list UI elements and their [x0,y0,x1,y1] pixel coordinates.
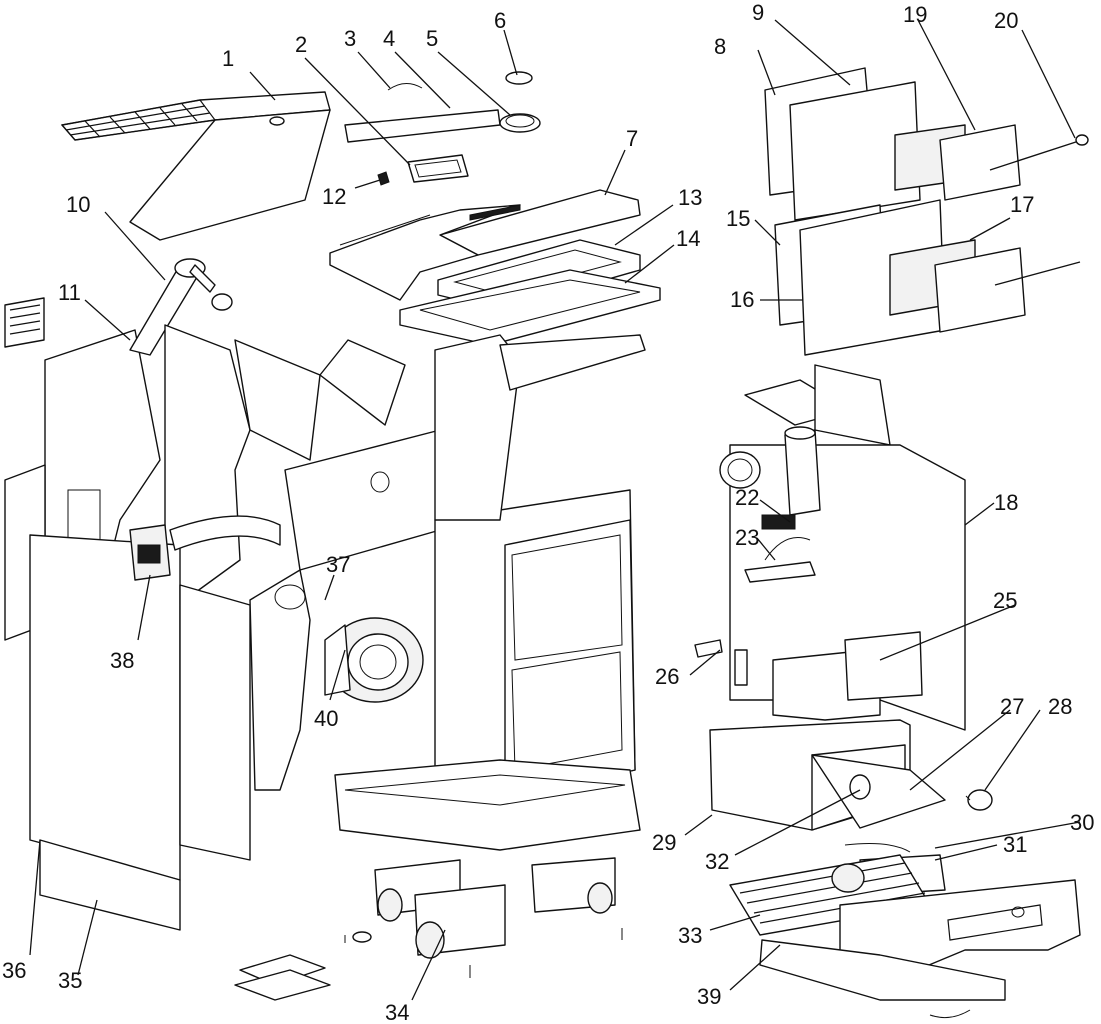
part-top-frame [329,204,521,301]
callout-11: 11 [58,280,81,305]
callout-15: 15 [726,206,750,231]
callout-18: 18 [994,490,1018,515]
part-flue-tee [719,426,821,516]
part-flue-collar [499,113,541,133]
leader-lines [29,19,1081,1001]
part-hopper-boxes [772,631,923,721]
part-fan-motor-center [414,884,506,959]
callout-23: 23 [735,525,759,550]
part-top-cover-plate [344,109,501,143]
callout-10: 10 [66,192,90,217]
callout-7: 7 [626,126,638,151]
part-heat-hose [169,515,281,551]
callout-12: 12 [322,184,346,209]
callout-30: 30 [1070,810,1094,835]
callout-2: 2 [295,32,307,57]
part-ash-tray [811,754,946,829]
part-control-box [129,524,171,581]
callout-36: 36 [2,958,26,983]
callout-20: 20 [994,8,1018,33]
part-bottom-kick-panel [39,839,181,931]
callout-4: 4 [383,26,395,51]
callout-37: 37 [326,552,350,577]
callout-29: 29 [652,830,676,855]
callout-38: 38 [110,648,134,673]
callout-28: 28 [1048,694,1072,719]
callout-16: 16 [730,287,754,312]
part-bottom-rail [759,939,1006,1019]
part-feet [344,928,623,978]
callout-9: 9 [752,0,764,25]
part-combustion-blower [324,617,424,703]
part-side-vent [4,297,45,348]
part-fan-motor-right [531,857,616,914]
part-igniter [694,639,748,686]
part-handle [387,83,423,91]
callout-33: 33 [678,923,702,948]
callout-22: 22 [735,485,759,510]
callout-31: 31 [1003,832,1027,857]
callout-25: 25 [993,588,1017,613]
callout-14: 14 [676,226,700,251]
callout-13: 13 [678,185,702,210]
part-auger-motor [849,774,871,800]
part-front-door-panel [29,534,181,881]
callout-6: 6 [494,8,506,33]
callout-5: 5 [426,26,438,51]
part-burner [744,514,816,583]
callout-17: 17 [1010,192,1034,217]
part-cable [844,843,911,853]
part-flue-pipe [129,258,233,356]
callout-1: 1 [222,46,234,71]
callout-19: 19 [903,2,927,27]
part-gasket-strip [249,569,311,791]
part-knob [965,789,993,811]
callout-35: 35 [58,968,82,993]
part-clip [377,171,390,186]
part-main-frame [434,334,646,801]
callout-3: 3 [344,26,356,51]
part-flue-bracket [744,364,891,446]
part-cap [505,71,533,85]
callout-40: 40 [314,706,338,731]
part-upper-door [764,67,1089,221]
callout-26: 26 [655,664,679,689]
part-base-frame [334,759,641,851]
part-filter-sheets [234,954,331,1001]
callout-39: 39 [697,984,721,1009]
part-gasket-frame [399,269,661,346]
callout-8: 8 [714,34,726,59]
callout-32: 32 [705,849,729,874]
part-top-grille-panel [60,91,331,241]
part-deflector [319,339,406,426]
part-lower-door [774,199,1081,356]
part-window-frame [407,154,469,183]
callout-34: 34 [385,1000,409,1024]
part-right-side-panel [179,584,251,861]
callout-27: 27 [1000,694,1024,719]
part-rear-panel [164,324,321,601]
